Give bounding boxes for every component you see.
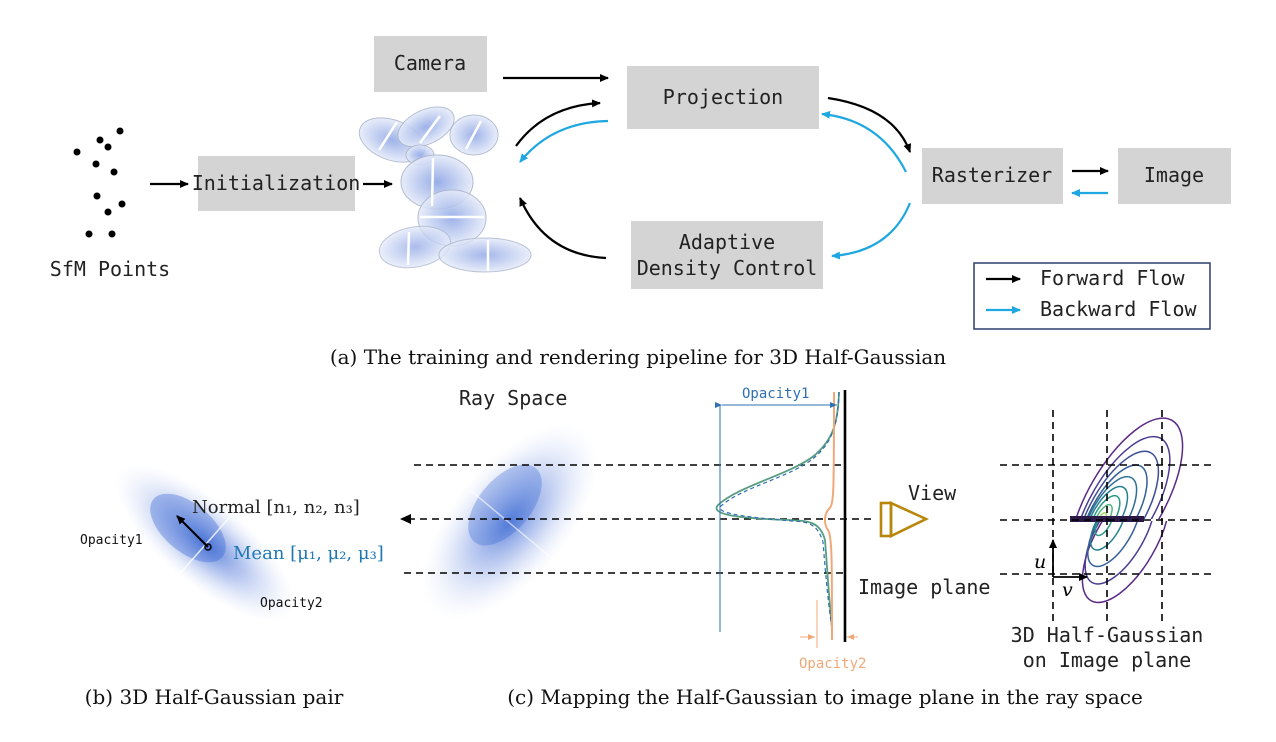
u-label: u bbox=[1034, 551, 1046, 573]
initialization-label: Initialization bbox=[192, 171, 361, 195]
opacity-profile bbox=[715, 390, 858, 648]
arrow-rasterizer-to-adaptive-backward bbox=[831, 202, 912, 260]
adaptive-label-line1: Adaptive bbox=[679, 230, 775, 254]
adaptive-label-line2: Density Control bbox=[637, 256, 818, 280]
legend-backward-label: Backward Flow bbox=[1040, 297, 1197, 321]
ray-opacity1-label: Opacity1 bbox=[742, 386, 809, 402]
image-plane-contour-plot bbox=[1000, 410, 1215, 622]
ray-space-label: Ray Space bbox=[459, 386, 567, 410]
opacity2-label: Opacity2 bbox=[260, 596, 323, 611]
opacity1-label: Opacity1 bbox=[80, 533, 143, 548]
legend: Forward Flow Backward Flow bbox=[973, 262, 1211, 330]
mean-point bbox=[204, 543, 212, 551]
central-ray-arrowhead bbox=[400, 514, 411, 524]
sfm-points bbox=[73, 127, 126, 238]
camera-label: Camera bbox=[394, 51, 466, 75]
sfm-points-label: SfM Points bbox=[50, 257, 170, 281]
ray-lines bbox=[404, 464, 875, 574]
ray-opacity2-label: Opacity2 bbox=[799, 656, 866, 672]
view-label: View bbox=[908, 481, 957, 505]
initialization-box bbox=[198, 156, 355, 211]
arrow-gaussians-to-projection bbox=[515, 99, 601, 147]
arrow-projection-to-rasterizer bbox=[827, 96, 912, 153]
projection-box bbox=[627, 66, 819, 129]
image-plane-label: Image plane bbox=[858, 575, 990, 599]
gaussian-ellipsoids-illustration bbox=[358, 106, 532, 273]
image-label: Image bbox=[1144, 163, 1204, 187]
arrow-adaptive-to-gaussians bbox=[518, 197, 607, 260]
caption-b: (b) 3D Half-Gaussian pair bbox=[85, 685, 344, 709]
adaptive-density-control-box bbox=[631, 221, 823, 289]
imageplane-title-line1: 3D Half-Gaussian bbox=[1011, 623, 1204, 647]
mean-label: Mean [μ₁, μ₂, μ₃] bbox=[233, 543, 384, 564]
camera-box bbox=[374, 36, 487, 92]
half-gaussian-pair bbox=[115, 464, 295, 622]
caption-c: (c) Mapping the Half-Gaussian to image p… bbox=[507, 685, 1143, 709]
normal-arrow bbox=[176, 515, 209, 548]
view-eye-icon bbox=[879, 500, 930, 539]
v-label: v bbox=[1062, 579, 1073, 601]
arrow-rasterizer-to-projection-backward bbox=[821, 110, 907, 173]
caption-a: (a) The training and rendering pipeline … bbox=[330, 345, 946, 369]
rasterizer-label: Rasterizer bbox=[932, 163, 1052, 187]
ray-space-gaussian bbox=[422, 424, 598, 620]
imageplane-title-line2: on Image plane bbox=[1023, 648, 1192, 672]
normal-label: Normal [n₁, n₂, n₃] bbox=[192, 497, 360, 518]
image-box bbox=[1118, 148, 1231, 204]
rasterizer-box bbox=[922, 148, 1063, 204]
arrow-projection-to-gaussians-backward bbox=[519, 119, 609, 163]
projection-label: Projection bbox=[663, 85, 783, 109]
legend-forward-label: Forward Flow bbox=[1040, 266, 1185, 290]
